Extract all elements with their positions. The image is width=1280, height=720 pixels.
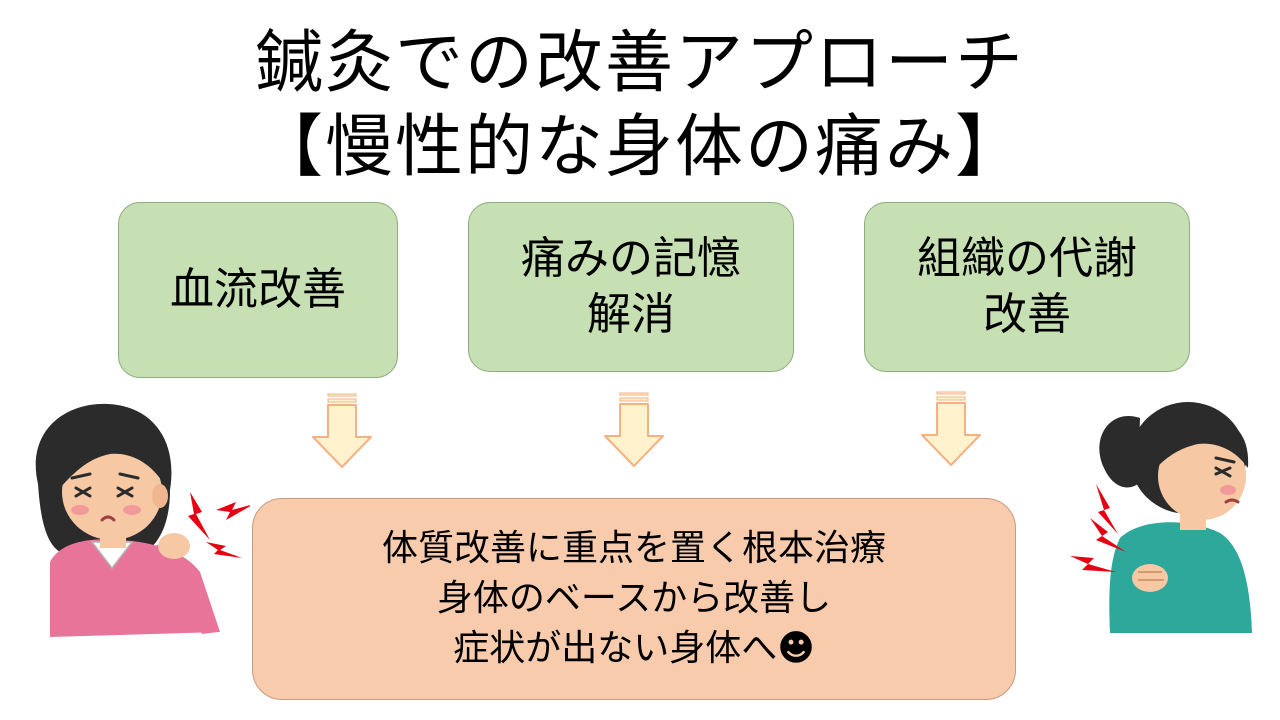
result-text: 症状が出ない身体へ☻ <box>453 628 815 669</box>
approach-box-pain-memory: 痛みの記憶 解消 <box>468 202 794 372</box>
approach-box-text: 血流改善 <box>170 264 346 315</box>
approach-box-text: 解消 <box>587 289 675 340</box>
woman-shoulder-pain-icon <box>35 403 250 637</box>
woman-back-pain-icon <box>1070 402 1252 633</box>
approach-box-text: 組織の代謝 <box>917 233 1137 284</box>
title-line-2: 【慢性的な身体の痛み】 <box>254 108 1025 187</box>
approach-box-blood-flow: 血流改善 <box>118 202 398 378</box>
down-arrow-icon <box>312 393 372 468</box>
result-box: 体質改善に重点を置く根本治療 身体のベースから改善し 症状が出ない身体へ☻ <box>252 498 1016 700</box>
approach-box-text: 改善 <box>983 289 1071 340</box>
down-arrow-icon <box>604 392 664 467</box>
approach-box-text: 痛みの記憶 <box>521 233 741 284</box>
down-arrow-icon <box>921 391 981 466</box>
result-text: 体質改善に重点を置く根本治療 <box>381 528 886 569</box>
title-line-1: 鍼灸での改善アプローチ <box>254 24 1025 103</box>
approach-box-tissue-metabolism: 組織の代謝 改善 <box>864 202 1190 372</box>
result-text: 身体のベースから改善し <box>436 578 832 619</box>
